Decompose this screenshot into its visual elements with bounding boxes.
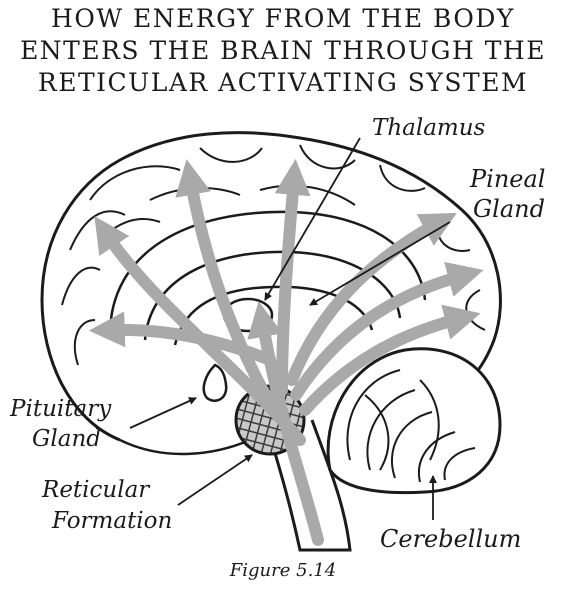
figure-caption: Figure 5.14 <box>229 560 337 581</box>
cerebellum-label: Cerebellum <box>380 525 522 553</box>
pituitary-label-line2: Gland <box>32 426 101 452</box>
cerebellum-shape <box>326 347 502 495</box>
title-line-2: ENTERS THE BRAIN THROUGH THE <box>20 36 546 65</box>
reticular-pointer <box>177 454 253 506</box>
thalamus-label: Thalamus <box>372 115 486 141</box>
energy-arrow-parietal <box>286 212 457 386</box>
pineal-pointer <box>309 221 451 306</box>
title-line-3: RETICULAR ACTIVATING SYSTEM <box>37 68 529 97</box>
pineal-label-line1: Pineal <box>470 165 546 193</box>
pituitary-pointer <box>129 397 197 429</box>
energy-arrow-upper-frontal <box>175 159 274 406</box>
energy-arrow-posterior <box>299 304 481 416</box>
cerebrum-outline <box>40 131 502 442</box>
thalamus-pointer <box>264 137 361 301</box>
pituitary-label-line1: Pituitary <box>10 396 112 422</box>
pituitary-shape <box>202 363 228 402</box>
energy-arrow-crown <box>274 158 311 396</box>
lower-cortex-outline <box>119 438 251 456</box>
energy-arrow-occipital <box>290 261 484 401</box>
cingulate-arc <box>108 210 427 336</box>
reticular-label-line1: Reticular <box>42 477 150 503</box>
pineal-label-line2: Gland <box>473 195 545 223</box>
reticular-label-line2: Formation <box>52 508 173 534</box>
energy-arrow-prefrontal <box>88 311 276 366</box>
title-line-1: HOW ENERGY FROM THE BODY <box>51 4 515 33</box>
energy-arrows <box>88 158 484 546</box>
